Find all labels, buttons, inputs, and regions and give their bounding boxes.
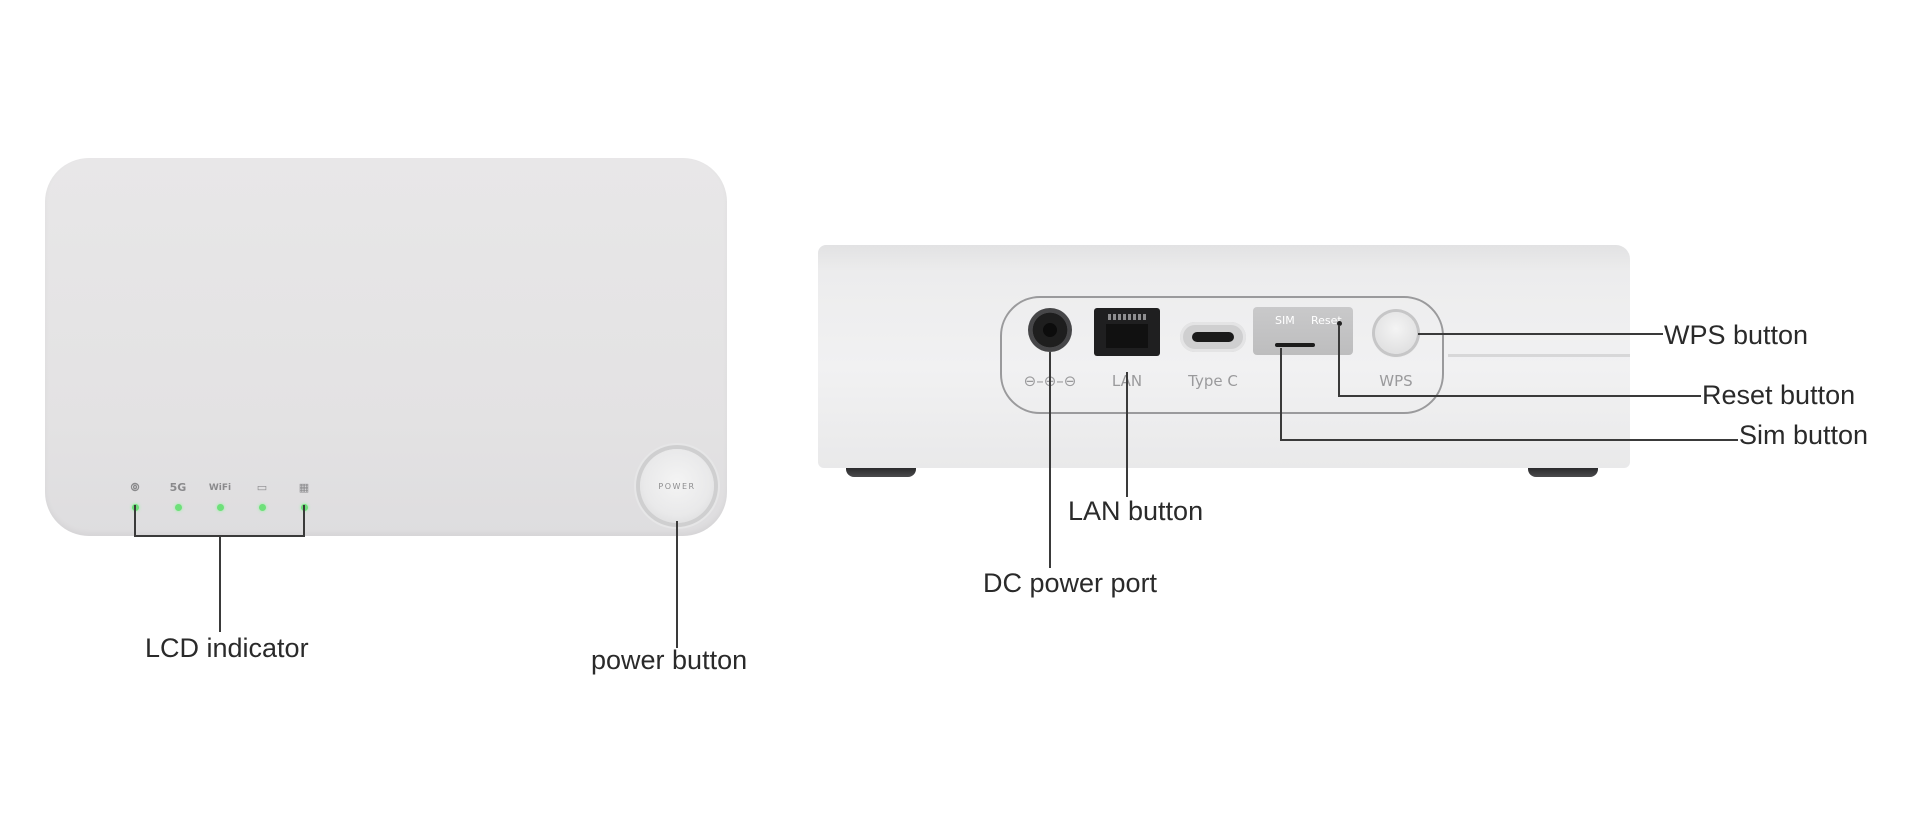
callout-reset-button: Reset button <box>1702 380 1856 410</box>
reset-leader <box>1338 325 1701 397</box>
lcd-indicator-bracket <box>134 505 305 537</box>
sim-reset-panel: SIM Reset <box>1253 307 1353 355</box>
rubber-foot-left <box>846 468 916 477</box>
type-c-opening <box>1192 332 1234 342</box>
grid-icon: ▦ <box>298 481 310 494</box>
led-light <box>258 504 266 511</box>
wifi-icon: WiFi <box>208 483 232 493</box>
signal-icon: ⦾ <box>130 481 140 494</box>
indicator-message: ▭ <box>250 478 274 516</box>
rubber-foot-right <box>1528 468 1598 477</box>
wps-label: WPS <box>1379 372 1413 390</box>
router-front-view <box>45 158 727 536</box>
indicator-5g: 5G <box>166 478 190 516</box>
type-c-port-label: Type C <box>1188 372 1238 390</box>
callout-sim-button: Sim button <box>1739 420 1869 450</box>
port-panel <box>1000 296 1444 414</box>
sim-leader <box>1280 348 1738 441</box>
callout-power-button: power button <box>591 645 748 675</box>
lan-port-opening <box>1106 324 1148 348</box>
type-c-port[interactable] <box>1180 322 1246 352</box>
reset-label: Reset <box>1311 314 1342 327</box>
reset-pinhole[interactable] <box>1337 321 1342 326</box>
indicator-wifi: WiFi <box>208 478 232 516</box>
sim-slot[interactable] <box>1275 343 1315 347</box>
dc-power-port[interactable] <box>1028 308 1072 352</box>
callout-lan-button: LAN button <box>1068 496 1204 526</box>
led-light <box>216 504 224 511</box>
led-light <box>174 504 182 511</box>
power-button-text: POWER <box>658 481 696 491</box>
case-seam <box>1448 354 1630 357</box>
callout-dc-power-port: DC power port <box>983 568 1158 598</box>
wps-button[interactable] <box>1375 312 1417 354</box>
power-button[interactable]: POWER <box>640 449 714 523</box>
lan-port-contacts <box>1108 314 1146 320</box>
5g-icon: 5G <box>169 481 187 494</box>
callout-lcd-indicator: LCD indicator <box>145 633 309 663</box>
sim-label: SIM <box>1275 314 1295 327</box>
message-icon: ▭ <box>256 481 268 494</box>
callout-wps-button: WPS button <box>1664 320 1809 350</box>
lan-port[interactable] <box>1094 308 1160 356</box>
